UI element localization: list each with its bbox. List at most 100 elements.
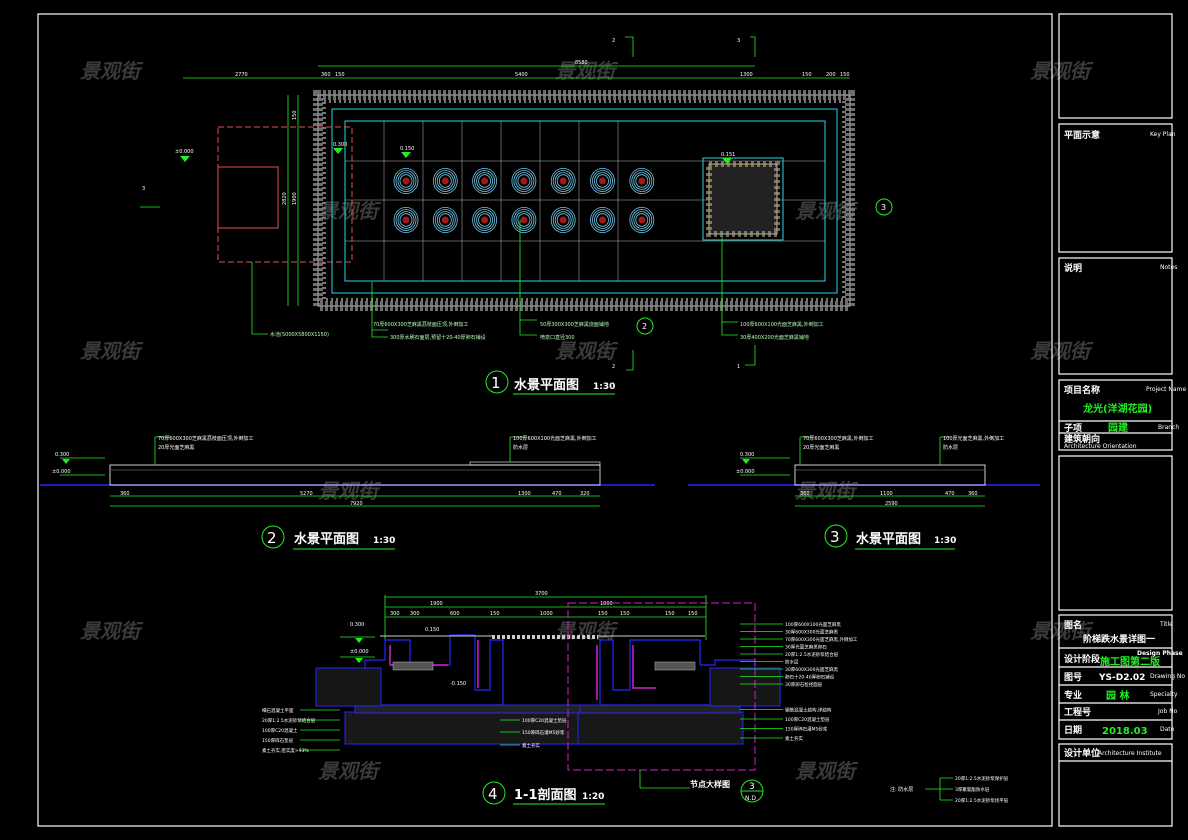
dim: 150 xyxy=(802,72,812,78)
fountain-nozzle xyxy=(432,167,458,194)
date-en: Date xyxy=(1160,726,1175,733)
watermark-text: 景观街 xyxy=(80,59,144,83)
watermark-text: 景观街 xyxy=(318,759,382,783)
note: 素土夯实,密实度>93% xyxy=(262,747,309,754)
note: 100厚C20混凝土垫层 xyxy=(785,716,830,723)
date-value: 2018.03 xyxy=(1102,726,1148,737)
note: 喷泉口直径300 xyxy=(540,334,575,341)
note: 20厚光面芝麻黑 xyxy=(803,444,839,451)
note: 70厚600X300芝麻黑,外倒加工 xyxy=(803,435,873,442)
dim: 5400 xyxy=(515,72,528,78)
dim: 150 xyxy=(840,72,850,78)
dim: 1100 xyxy=(880,491,893,497)
note: 防水层 xyxy=(943,444,958,451)
note: 50厚300X300芝麻黑烧面铺地 xyxy=(540,321,609,328)
specialty-label: 专业 xyxy=(1064,689,1082,701)
detail-number: 3 xyxy=(749,782,755,792)
section-mark: 2 xyxy=(612,38,615,44)
project-name-en: Project Name xyxy=(1146,386,1186,393)
section-mark: 3 xyxy=(737,38,740,44)
fountain-nozzle xyxy=(629,167,655,194)
section-mark: 1 xyxy=(737,364,740,370)
elevation-label: 0.150 xyxy=(400,146,414,152)
dim: 600 xyxy=(450,611,460,617)
branch-label: 子项 xyxy=(1064,423,1082,434)
dim: 150 xyxy=(665,611,675,617)
fountain-nozzle xyxy=(550,167,576,194)
dim: 8580 xyxy=(575,60,588,66)
section-scale: 1:20 xyxy=(582,792,604,802)
note: 水池(5000X5800X1150) xyxy=(270,331,329,338)
note: 素土夯实 xyxy=(522,742,540,749)
fountain-nozzles xyxy=(393,167,655,233)
dim: 150 xyxy=(688,611,698,617)
dim: 1000 xyxy=(540,611,553,617)
unit-en: Architecture Institute xyxy=(1098,750,1162,757)
note: 100厚600X100光面芝麻黑 xyxy=(785,621,841,628)
specialty-value: 园 林 xyxy=(1106,689,1130,702)
branch-en: Branch xyxy=(1158,424,1179,431)
plan-title: 水景平面图 xyxy=(514,377,579,393)
elevation-label: ±0.000 xyxy=(175,149,194,155)
dim: 2770 xyxy=(235,72,248,78)
fountain-nozzle xyxy=(511,206,537,233)
drawing-no-label: 图号 xyxy=(1064,672,1082,683)
dim: 3700 xyxy=(535,591,548,597)
note: 20厚1:2.5水泥砂浆结合层 xyxy=(262,717,316,724)
elevation-label: ±0.000 xyxy=(350,649,369,655)
watermark-text: 景观街 xyxy=(795,759,859,783)
note: 150厚碎石灌M5砂浆 xyxy=(785,726,828,733)
key-plan-label: 平面示意 xyxy=(1064,129,1100,141)
elev2-scale: 1:30 xyxy=(373,536,395,546)
watermarks: 景观街景观街景观街景观街景观街景观街景观街景观街景观街景观街景观街景观街景观街景… xyxy=(80,59,1094,783)
dim: 200 xyxy=(826,72,836,78)
elevation-label: ±0.000 xyxy=(52,469,71,475)
plan-scale: 1:30 xyxy=(593,382,615,392)
fountain-nozzle xyxy=(511,167,537,194)
fountain-nozzle xyxy=(472,206,498,233)
dim: 7920 xyxy=(350,501,363,507)
date-label: 日期 xyxy=(1064,724,1082,736)
dim: 1300 xyxy=(518,491,531,497)
dim: 5270 xyxy=(300,491,313,497)
note: 70厚600X300芝麻黑荔枝面压顶,外倒加工 xyxy=(158,435,253,442)
phase-en: Design Phase xyxy=(1137,650,1183,657)
watermark-text: 景观街 xyxy=(795,479,859,503)
section-mark: 2 xyxy=(642,322,647,331)
fountain-nozzle xyxy=(629,206,655,233)
note: 150厚碎石灌M5砂浆 xyxy=(522,729,565,736)
specialty-en: Specialty xyxy=(1150,691,1178,698)
fountain-nozzle xyxy=(393,206,419,233)
elevation-label: -0.150 xyxy=(450,681,466,687)
section-title: 1-1剖面图 xyxy=(514,787,577,803)
title-block-text: 平面示意 Key Plan 说明 Notes 项目名称 Project Name… xyxy=(1064,129,1186,759)
fountain-nozzle xyxy=(472,167,498,194)
dim: 2820 xyxy=(282,192,288,205)
title-label: 图名 xyxy=(1064,619,1082,631)
note: 素土夯实 xyxy=(785,735,803,742)
elevation-label: 0.300 xyxy=(55,452,69,458)
dim: 360 xyxy=(968,491,978,497)
section-mark: 2 xyxy=(612,364,615,370)
dim: 150 xyxy=(598,611,608,617)
dim: 150 xyxy=(292,110,298,120)
watermark-text: 景观街 xyxy=(1030,619,1094,643)
orientation-en: Architecture Orientation xyxy=(1064,443,1137,450)
dim: 360 xyxy=(120,491,130,497)
title-value: 阶梯跌水景详图一 xyxy=(1083,633,1155,645)
note: 20厚光面芝麻黑 xyxy=(158,444,194,451)
note: 300厚水刷石面层,预留十20-40厚卵石铺设 xyxy=(390,334,486,341)
orientation-label: 建筑朝向 xyxy=(1064,433,1100,445)
watermark-text: 景观街 xyxy=(1030,59,1094,83)
fountain-nozzle xyxy=(590,206,615,233)
watermark-text: 景观街 xyxy=(80,619,144,643)
note: 30厚光面芝麻黑卵石 xyxy=(785,644,827,651)
watermark-text: 景观街 xyxy=(555,59,619,83)
note: 钢筋混凝土结构,详结构 xyxy=(785,707,832,714)
note: 30厚600X300光面芝麻黑 xyxy=(785,666,838,673)
note: 30厚600X300光面芝麻黑 xyxy=(785,629,838,636)
elevation-label: 0.300 xyxy=(740,452,754,458)
note: 防水层 xyxy=(513,444,528,451)
fountain-nozzle xyxy=(393,167,419,194)
